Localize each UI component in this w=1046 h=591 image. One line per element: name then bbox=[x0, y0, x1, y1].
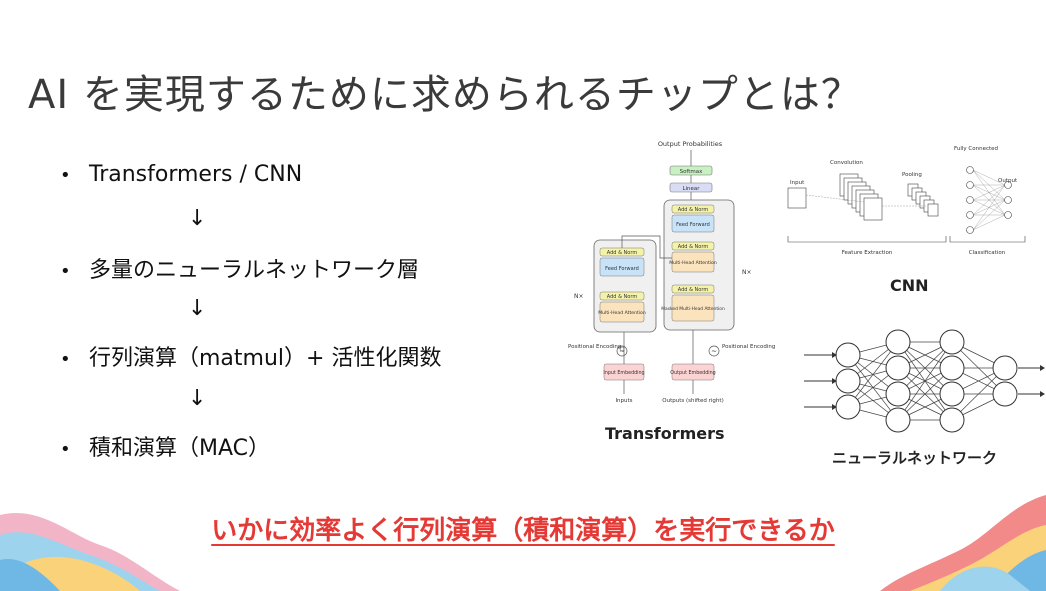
bullet-item: • 多量のニューラルネットワーク層 bbox=[60, 252, 419, 284]
decoder-add-norm-label: Add & Norm bbox=[678, 244, 709, 250]
svg-text:~: ~ bbox=[711, 348, 717, 356]
decoder-nx-label: N× bbox=[742, 269, 752, 276]
encoder-nx-label: N× bbox=[574, 293, 584, 300]
nn-node bbox=[939, 329, 965, 355]
bullet-text: 行列演算（matmul）+ 活性化関数 bbox=[89, 346, 442, 371]
decoder-feed-forward-label: Feed Forward bbox=[676, 222, 710, 228]
inputs-label: Inputs bbox=[615, 398, 632, 404]
cnn-label: CNN bbox=[890, 276, 929, 295]
softmax-label: Softmax bbox=[680, 169, 704, 175]
outputs-label: Outputs (shifted right) bbox=[662, 398, 723, 404]
cnn-pooling-label: Pooling bbox=[902, 172, 922, 178]
slide-title: AI を実現するために求められるチップとは？ bbox=[28, 72, 862, 118]
decoder-positional-encoding-label: Positional Encoding bbox=[722, 344, 775, 350]
bullet-dot: • bbox=[60, 164, 71, 186]
output-probabilities-label: Output Probabilities bbox=[658, 140, 723, 148]
encoder-add-norm-label: Add & Norm bbox=[607, 250, 638, 256]
decoder-add-norm-label: Add & Norm bbox=[678, 287, 709, 293]
encoder-feed-forward-label: Feed Forward bbox=[605, 266, 639, 272]
encoder-mha-label: Multi-Head Attention bbox=[598, 310, 646, 316]
encoder-positional-encoding-label: Positional Encoding bbox=[568, 344, 621, 350]
nn-node bbox=[885, 355, 911, 381]
nn-node bbox=[992, 381, 1018, 407]
down-arrow-icon: ↓ bbox=[188, 386, 207, 411]
nn-edge bbox=[847, 341, 899, 408]
bullet-text: 多量のニューラルネットワーク層 bbox=[89, 258, 420, 283]
encoder-add-norm-label: Add & Norm bbox=[607, 294, 638, 300]
nn-node bbox=[939, 407, 965, 433]
cnn-convolution-label: Convolution bbox=[830, 160, 863, 166]
nn-edge bbox=[897, 341, 953, 421]
cnn-fully-connected-label: Fully Connected bbox=[954, 146, 998, 152]
output-embedding-label: Output Embedding bbox=[670, 370, 715, 376]
bullet-item: • 積和演算（MAC） bbox=[60, 430, 270, 462]
cnn-input-label: Input bbox=[790, 180, 805, 186]
nn-node bbox=[992, 355, 1018, 381]
bullet-item: • 行列演算（matmul）+ 活性化関数 bbox=[60, 340, 441, 372]
neural-network-diagram bbox=[804, 329, 1045, 433]
decorative-wave-right bbox=[880, 495, 1046, 591]
masked-mha-label: Masked Multi-Head Attention bbox=[661, 306, 725, 312]
cnn-feature-extraction-label: Feature Extraction bbox=[842, 250, 893, 256]
bullet-dot: • bbox=[60, 348, 71, 370]
cnn-diagram: Input Convolution Pooling Fully Connecte… bbox=[787, 146, 1026, 256]
nn-node bbox=[835, 342, 861, 368]
bullet-item: • Transformers / CNN bbox=[60, 162, 302, 187]
cnn-output-label: Output bbox=[998, 178, 1018, 184]
decoder-mha-label: Multi-Head Attention bbox=[669, 260, 717, 266]
nn-node bbox=[885, 381, 911, 407]
nn-node bbox=[939, 355, 965, 381]
decorative-wave-left bbox=[0, 512, 180, 591]
bullet-dot: • bbox=[60, 438, 71, 460]
svg-text:~: ~ bbox=[619, 348, 625, 356]
nn-node bbox=[885, 407, 911, 433]
decoder-add-norm-label: Add & Norm bbox=[678, 207, 709, 213]
nn-node bbox=[835, 394, 861, 420]
down-arrow-icon: ↓ bbox=[188, 206, 207, 231]
transformer-diagram: Output Probabilities Softmax Linear Add … bbox=[568, 140, 775, 404]
nn-node bbox=[885, 329, 911, 355]
key-message: いかに効率よく行列演算（積和演算）を実行できるか bbox=[211, 516, 835, 546]
bullet-text: Transformers / CNN bbox=[89, 162, 303, 187]
input-embedding-label: Input Embedding bbox=[603, 370, 644, 376]
cnn-classification-label: Classification bbox=[969, 250, 1006, 256]
transformers-label: Transformers bbox=[605, 424, 725, 443]
bullet-dot: • bbox=[60, 260, 71, 282]
nn-node bbox=[835, 368, 861, 394]
neural-network-label: ニューラルネットワーク bbox=[832, 449, 998, 467]
down-arrow-icon: ↓ bbox=[188, 296, 207, 321]
nn-node bbox=[939, 381, 965, 407]
linear-label: Linear bbox=[682, 186, 700, 192]
bullet-text: 積和演算（MAC） bbox=[89, 436, 271, 461]
